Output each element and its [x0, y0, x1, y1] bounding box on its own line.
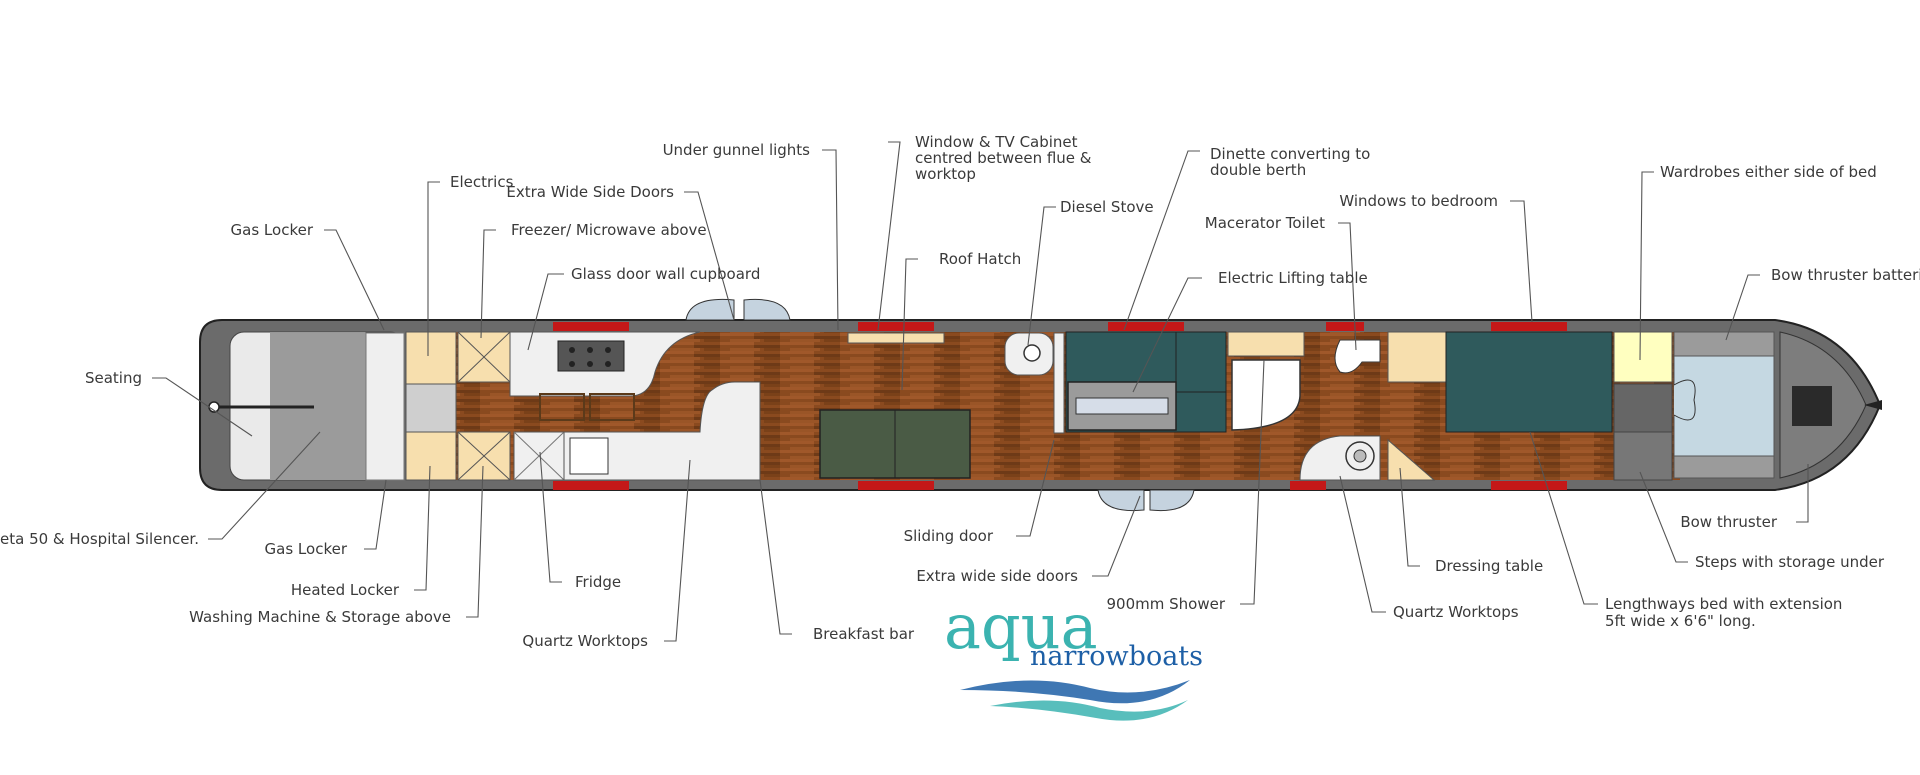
label-window-tv-3: worktop — [915, 165, 976, 183]
labels: Seating Gas Locker Electrics Extra Wide … — [0, 133, 1920, 650]
stern-storage — [405, 331, 565, 481]
label-quartz-left: Quartz Worktops — [522, 632, 648, 650]
label-electrics: Electrics — [450, 173, 514, 191]
label-under-gunnel: Under gunnel lights — [663, 141, 811, 159]
label-windows-bedroom: Windows to bedroom — [1339, 192, 1498, 210]
windows — [553, 322, 1567, 490]
label-lengthways-2: 5ft wide x 6'6" long. — [1605, 612, 1756, 630]
lengthways-bed — [1445, 331, 1613, 433]
label-extra-wide-side-doors-top: Extra Wide Side Doors — [506, 183, 674, 201]
label-steps: Steps with storage under — [1695, 553, 1885, 571]
steps — [1613, 431, 1673, 481]
label-glass-door: Glass door wall cupboard — [571, 265, 760, 283]
logo-narrowboats-text: narrowboats — [1030, 641, 1203, 672]
sink-icon — [569, 437, 609, 475]
aqua-narrowboats-logo: aqua narrowboats — [944, 590, 1203, 721]
hob-icon — [557, 340, 625, 372]
label-electric-table: Electric Lifting table — [1218, 269, 1368, 287]
label-freezer: Freezer/ Microwave above — [511, 221, 707, 239]
logo-aqua-text: aqua — [944, 590, 1098, 663]
label-fridge: Fridge — [575, 573, 621, 591]
label-lengthways-1: Lengthways bed with extension — [1605, 595, 1842, 613]
label-heated-locker: Heated Locker — [291, 581, 400, 599]
stove-icon — [1023, 344, 1041, 362]
label-macerator: Macerator Toilet — [1205, 214, 1325, 232]
label-dressing-table: Dressing table — [1435, 557, 1543, 575]
galley — [509, 331, 761, 481]
label-quartz-right: Quartz Worktops — [1393, 603, 1519, 621]
bow-thruster-icon — [1792, 386, 1832, 426]
tv-cabinet — [847, 332, 945, 344]
label-bow-batteries: Bow thruster batteries — [1771, 266, 1920, 284]
label-dinette-2: double berth — [1210, 161, 1306, 179]
label-wardrobes: Wardrobes either side of bed — [1660, 163, 1877, 181]
label-gas-locker-bottom: Gas Locker — [265, 540, 348, 558]
label-window-tv-1: Window & TV Cabinet — [915, 133, 1078, 151]
label-bow-thruster: Bow thruster — [1680, 513, 1777, 531]
label-dinette-1: Dinette converting to — [1210, 145, 1370, 163]
label-washing-machine: Washing Machine & Storage above — [189, 608, 451, 626]
wardrobe — [1613, 331, 1673, 383]
label-window-tv-2: centred between flue & — [915, 149, 1092, 167]
leader-lines — [152, 141, 1809, 642]
sliding-door — [1053, 332, 1065, 434]
bathroom — [1227, 331, 1436, 481]
label-sliding-door: Sliding door — [904, 527, 994, 545]
label-diesel-stove: Diesel Stove — [1060, 198, 1154, 216]
label-seating: Seating — [85, 369, 142, 387]
label-extra-wide-side-doors-bottom: Extra wide side doors — [916, 567, 1078, 585]
label-shower: 900mm Shower — [1107, 595, 1226, 613]
bedroom-storage — [1387, 331, 1447, 383]
label-roof-hatch: Roof Hatch — [939, 250, 1021, 268]
label-gas-locker-top: Gas Locker — [231, 221, 314, 239]
toilet-icon — [1334, 339, 1381, 374]
side-doors — [685, 298, 1195, 512]
shower-icon — [1231, 359, 1301, 431]
label-beta50: Beta 50 & Hospital Silencer. — [0, 530, 199, 548]
label-breakfast-bar: Breakfast bar — [813, 625, 915, 643]
